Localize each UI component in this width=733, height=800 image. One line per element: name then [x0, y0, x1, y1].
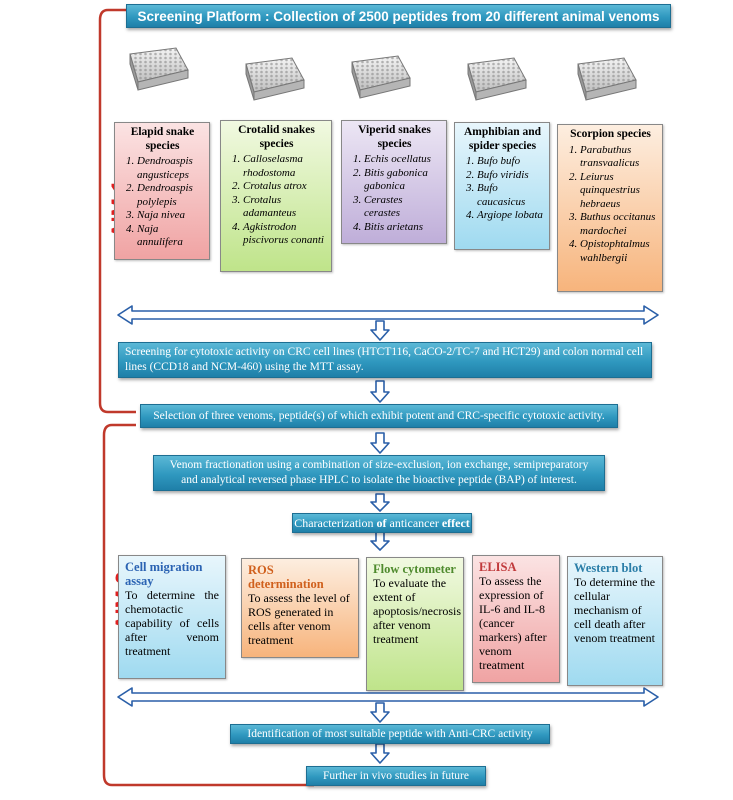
list-item: Argiope lobata [477, 209, 544, 223]
assay-box-elisa: ELISA To assess the expression of IL-6 a… [472, 555, 560, 683]
list-item: Leiurus quinquestrius hebraeus [580, 171, 657, 212]
down-arrow-icon-7 [370, 743, 390, 764]
list-item: Bitis gabonica gabonica [364, 167, 441, 194]
assay-box-cell-migration: Cell migration assay To determine the ch… [118, 555, 226, 679]
species-box-title: Viperid snakes species [358, 124, 431, 150]
characterization-text-c: anticancer [386, 515, 442, 530]
down-arrow-icon-4 [370, 493, 390, 512]
list-item: Crotalus adamanteus [243, 194, 326, 221]
characterization-step: Characterization of anticancer effect [292, 513, 472, 533]
species-box-crotalid: Crotalid snakes species Calloselasma rho… [220, 120, 332, 272]
well-plate-icon-4 [467, 57, 527, 101]
selection-step: Selection of three venoms, peptide(s) of… [140, 404, 618, 428]
well-plate-icon-2 [245, 57, 305, 101]
well-plate-icon-3 [351, 55, 411, 99]
assay-box-flow-cytometer: Flow cytometer To evaluate the extent of… [366, 557, 464, 691]
well-plate-icon-1 [129, 47, 189, 91]
list-item: Calloselasma rhodostoma [243, 153, 326, 180]
page-title: Screening Platform : Collection of 2500 … [126, 4, 671, 28]
identification-step: Identification of most suitable peptide … [230, 724, 550, 744]
assay-text: To evaluate the extent of apoptosis/necr… [373, 576, 461, 646]
species-box-elapid: Elapid snake species Dendroaspis angusti… [114, 122, 210, 260]
assay-box-ros: ROS determination To assess the level of… [241, 558, 359, 658]
species-list: Bufo bufo Bufo viridis Bufo caucasicus A… [461, 155, 544, 223]
list-item: Bufo bufo [477, 155, 544, 169]
species-box-title: Scorpion species [570, 128, 651, 140]
assay-title: ELISA [479, 560, 517, 574]
aim2-bracket [102, 423, 314, 787]
species-box-viperid: Viperid snakes species Echis ocellatus B… [341, 120, 447, 244]
characterization-text-b: of [376, 515, 387, 530]
assay-text: To determine the cellular mechanism of c… [574, 575, 656, 645]
list-item: Crotalus atrox [243, 180, 326, 194]
assay-title: ROS determination [248, 563, 324, 591]
assay-title: Western blot [574, 561, 643, 575]
list-item: Agkistrodon piscivorus conanti [243, 221, 326, 248]
double-arrow-icon-1 [117, 305, 659, 325]
fractionation-step: Venom fractionation using a combination … [153, 455, 605, 491]
down-arrow-icon-2 [370, 380, 390, 403]
list-item: Bitis arietans [364, 221, 441, 235]
species-box-title: Amphibian and spider species [463, 126, 542, 152]
species-box-title: Crotalid snakes species [238, 124, 315, 150]
species-box-title: Elapid snake species [130, 126, 195, 152]
assay-text: To determine the chemotactic capability … [125, 588, 219, 658]
list-item: Cerastes cerastes [364, 194, 441, 221]
list-item: Opistophtalmus wahlbergii [580, 238, 657, 265]
list-item: Buthus occitanus mardochei [580, 211, 657, 238]
well-plate-icon-5 [577, 57, 637, 101]
species-list: Dendroaspis angusticeps Dendroaspis poly… [121, 155, 204, 250]
species-list: Calloselasma rhodostoma Crotalus atrox C… [227, 153, 326, 248]
down-arrow-icon-3 [370, 432, 390, 454]
assay-title: Flow cytometer [373, 562, 456, 576]
assay-text: To assess the level of ROS generated in … [248, 591, 350, 647]
list-item: Bufo viridis [477, 169, 544, 183]
list-item: Naja nivea [137, 209, 204, 223]
list-item: Parabuthus transvaalicus [580, 144, 657, 171]
down-arrow-icon-1 [370, 320, 390, 341]
screening-step: Screening for cytotoxic activity on CRC … [118, 342, 652, 378]
down-arrow-icon-5 [370, 531, 390, 551]
double-arrow-icons [117, 305, 659, 707]
assay-text: To assess the expression of IL-6 and IL-… [479, 574, 547, 672]
assay-box-western-blot: Western blot To determine the cellular m… [567, 556, 663, 686]
characterization-text-d: effect [441, 515, 470, 530]
list-item: Dendroaspis polylepis [137, 182, 204, 209]
species-box-amphibian: Amphibian and spider species Bufo bufo B… [454, 122, 550, 250]
list-item: Naja annulifera [137, 223, 204, 250]
aim1-bracket [98, 8, 136, 414]
characterization-text-a: Characterization [294, 515, 377, 530]
list-item: Dendroaspis angusticeps [137, 155, 204, 182]
species-list: Parabuthus transvaalicus Leiurus quinque… [564, 144, 657, 266]
future-step: Further in vivo studies in future [306, 766, 486, 786]
assay-title: Cell migration assay [125, 560, 203, 588]
double-arrow-icon-2 [117, 687, 659, 707]
down-arrow-icons [370, 320, 390, 764]
well-plate-icons [129, 47, 637, 101]
species-box-scorpion: Scorpion species Parabuthus transvaalicu… [557, 124, 663, 292]
list-item: Echis ocellatus [364, 153, 441, 167]
down-arrow-icon-6 [370, 702, 390, 723]
species-list: Echis ocellatus Bitis gabonica gabonica … [348, 153, 441, 234]
list-item: Bufo caucasicus [477, 182, 544, 209]
